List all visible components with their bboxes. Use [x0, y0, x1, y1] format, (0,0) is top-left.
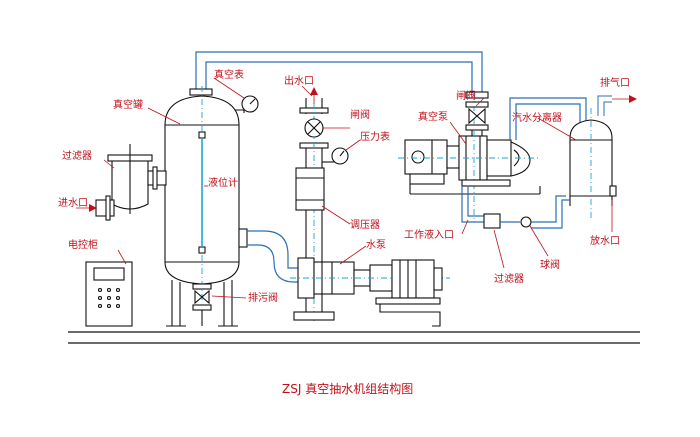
vacuum-pump — [398, 92, 541, 220]
label-control-cabinet: 电控柜 — [68, 238, 98, 251]
control-cabinet — [85, 261, 133, 327]
label-vacuum-pump: 真空泵 — [418, 110, 448, 123]
label-separator: 汽水分离器 — [512, 111, 562, 124]
label-sewage-valve: 排污阀 — [248, 291, 278, 304]
left-filter — [95, 144, 167, 221]
label-filter-right: 过滤器 — [494, 272, 524, 285]
leader-lines — [103, 77, 613, 299]
label-outlet: 出水口 — [284, 74, 314, 87]
steam-water-separator — [569, 108, 617, 220]
label-filter-left: 过滤器 — [62, 149, 92, 162]
water-pump — [290, 257, 450, 299]
label-pressure-gauge: 压力表 — [360, 130, 390, 143]
top-pipeline — [189, 51, 489, 99]
label-vacuum-gauge: 真空表 — [214, 68, 244, 81]
label-vacuum-tank: 真空罐 — [113, 98, 143, 111]
working-fluid-circuit — [461, 186, 570, 229]
discharge-pipe — [293, 90, 349, 322]
label-gate-valve-left: 闸阀 — [350, 108, 370, 121]
label-working-fluid-inlet: 工作液入口 — [404, 228, 454, 241]
label-gate-valve-right: 闸阀 — [456, 89, 476, 102]
ground-lines — [68, 331, 640, 344]
label-inlet: 进水口 — [58, 197, 88, 209]
vacuum-gauge-icon — [225, 95, 259, 113]
gate-valve-right-icon — [465, 101, 489, 136]
label-level-gauge: 液位计 — [208, 176, 238, 189]
label-drain-outlet: 放水口 — [590, 234, 620, 247]
label-exhaust: 排气口 — [600, 76, 630, 89]
diagram-title: ZSJ 真空抽水机组结构图 — [282, 381, 413, 396]
tank-to-pump-pipe — [238, 228, 298, 283]
label-water-pump: 水泵 — [366, 239, 386, 251]
level-gauge-icon — [198, 131, 206, 254]
label-regulator: 调压器 — [350, 219, 380, 231]
flow-arrows — [76, 87, 637, 212]
label-ball-valve: 球阀 — [540, 258, 560, 271]
gate-valve-left-icon — [304, 118, 324, 138]
water-pump-motor — [375, 259, 443, 327]
sewage-valve-icon — [192, 283, 212, 326]
separator-pipes — [509, 95, 612, 140]
